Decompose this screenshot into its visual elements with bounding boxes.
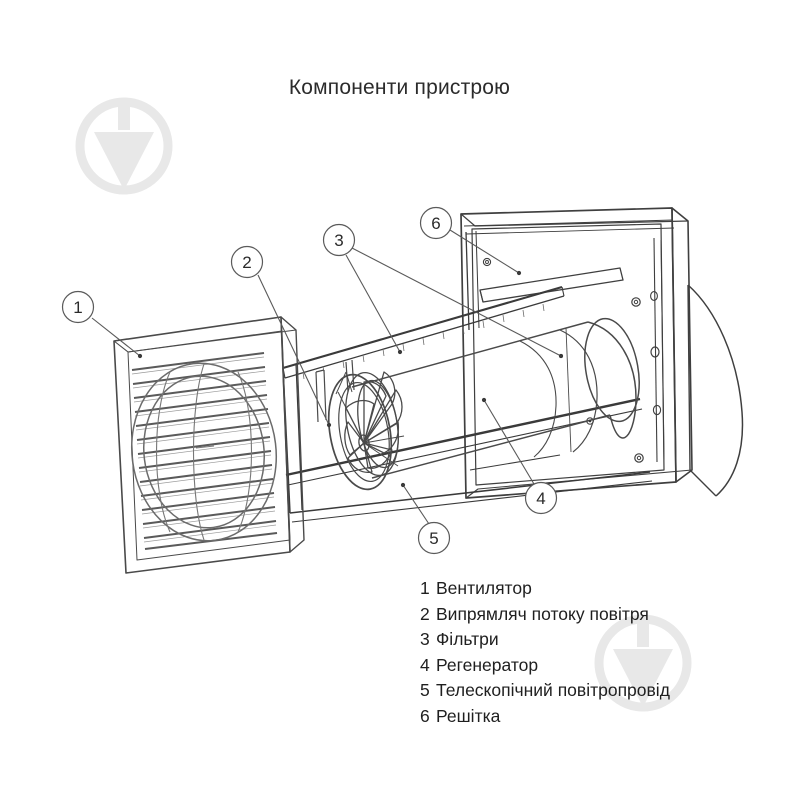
legend-item: 5 Телескопічний повітропровід bbox=[420, 678, 670, 704]
legend-label: Телескопічний повітропровід bbox=[436, 680, 670, 700]
legend-label: Випрямляч потоку повітря bbox=[436, 603, 649, 624]
legend-number: 4 bbox=[420, 654, 430, 675]
legend-label: Фільтри bbox=[436, 629, 499, 649]
legend-number: 5 bbox=[420, 680, 430, 700]
callout-leader-lines bbox=[91, 229, 564, 525]
callout-marker-4[interactable]: 4 bbox=[524, 481, 558, 515]
watermark-top-left bbox=[80, 102, 168, 190]
legend-number: 1 bbox=[420, 578, 430, 598]
flow-straightener-bracket bbox=[315, 359, 355, 423]
fan-impeller bbox=[335, 371, 405, 477]
outer-grille-assembly bbox=[460, 207, 744, 499]
legend-item: 2 Випрямляч потоку повітря bbox=[420, 602, 670, 628]
callout-markers: 1 2 3 4 5 6 bbox=[61, 206, 558, 555]
legend-item: 1 Вентилятор bbox=[420, 576, 670, 602]
legend-label: Решітка bbox=[436, 705, 501, 726]
legend-label: Вентилятор bbox=[436, 578, 532, 598]
callout-marker-1[interactable]: 1 bbox=[61, 290, 95, 324]
callout-label-2: 2 bbox=[242, 253, 251, 272]
callout-label-1: 1 bbox=[73, 298, 82, 317]
legend-label: Регенератор bbox=[436, 654, 539, 675]
page-title: Компоненти пристрою bbox=[288, 76, 511, 99]
legend-item: 4 Регенератор bbox=[420, 653, 670, 679]
legend-item: 3 Фільтри bbox=[420, 627, 670, 653]
callout-label-3: 3 bbox=[334, 231, 343, 250]
legend-number: 2 bbox=[420, 603, 430, 624]
callout-marker-6[interactable]: 6 bbox=[419, 206, 453, 240]
callout-label-5: 5 bbox=[429, 529, 438, 548]
callout-label-4: 4 bbox=[536, 489, 545, 508]
callout-marker-5[interactable]: 5 bbox=[417, 521, 451, 555]
front-panel-assembly bbox=[113, 316, 305, 574]
legend-item: 6 Решітка bbox=[420, 704, 670, 730]
callout-marker-3[interactable]: 3 bbox=[322, 223, 356, 257]
telescopic-duct bbox=[282, 230, 653, 523]
legend-number: 3 bbox=[420, 629, 430, 649]
callout-marker-2[interactable]: 2 bbox=[230, 245, 264, 279]
regenerator-core bbox=[327, 317, 640, 491]
legend-number: 6 bbox=[420, 705, 430, 726]
callout-label-6: 6 bbox=[431, 214, 440, 233]
